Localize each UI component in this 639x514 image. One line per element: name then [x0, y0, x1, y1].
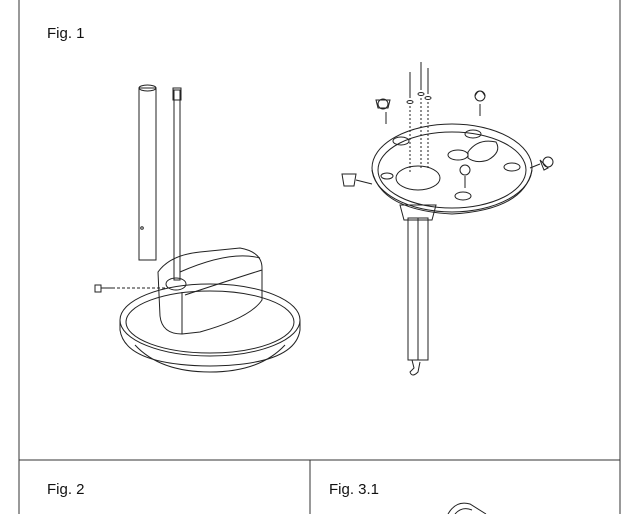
plate-rim: [371, 123, 533, 213]
base-disc-top: [119, 283, 301, 357]
wing-knob-top-left-icon: [375, 98, 391, 124]
washer-2: [417, 92, 425, 96]
wing-knob-top-right-icon: [474, 90, 486, 116]
washer-3: [424, 96, 432, 100]
base-disc-inner: [125, 290, 295, 354]
center-hub: [395, 165, 441, 191]
fan-base-assembly: [94, 84, 301, 373]
washer-1: [406, 100, 414, 104]
fig31-part-outline: [447, 502, 487, 514]
mount-plate-assembly: [341, 62, 554, 376]
screw-head-icon: [94, 284, 102, 293]
boss-left: [392, 136, 410, 146]
pole-socket: [165, 277, 187, 291]
weight-housing-ridge: [179, 255, 261, 273]
cable-end: [409, 359, 421, 376]
plate-side: [371, 169, 533, 215]
plate-inner: [377, 131, 527, 209]
top-screws: [406, 62, 432, 172]
outer-tube: [138, 87, 157, 261]
fig2-label: Fig. 2: [47, 481, 85, 498]
outer-tube-top: [138, 84, 157, 92]
boss-bottom: [454, 191, 472, 201]
rod-clip: [172, 87, 182, 101]
cable-slot: [467, 140, 499, 163]
base-disc-bottom: [134, 344, 286, 373]
boss-right: [503, 162, 521, 172]
boss-top: [464, 129, 482, 139]
fig31-part-detail: [454, 508, 473, 514]
weight-housing-edge: [184, 269, 263, 296]
fig31-partial-drawing: [447, 502, 487, 514]
base-disc-rim: [119, 320, 301, 367]
outer-tube-hole: [140, 226, 144, 230]
inner-rod: [173, 89, 181, 281]
wing-knob-center-icon: [459, 164, 471, 188]
wing-knob-left-icon: [341, 173, 373, 187]
panel-borders: [18, 0, 621, 514]
fig1-label: Fig. 1: [47, 25, 85, 42]
weight-housing: [157, 247, 263, 335]
fig31-label: Fig. 3.1: [329, 481, 380, 498]
boss-lower-left: [380, 172, 394, 180]
center-hole: [447, 149, 469, 161]
wing-knob-right-icon: [529, 156, 554, 171]
